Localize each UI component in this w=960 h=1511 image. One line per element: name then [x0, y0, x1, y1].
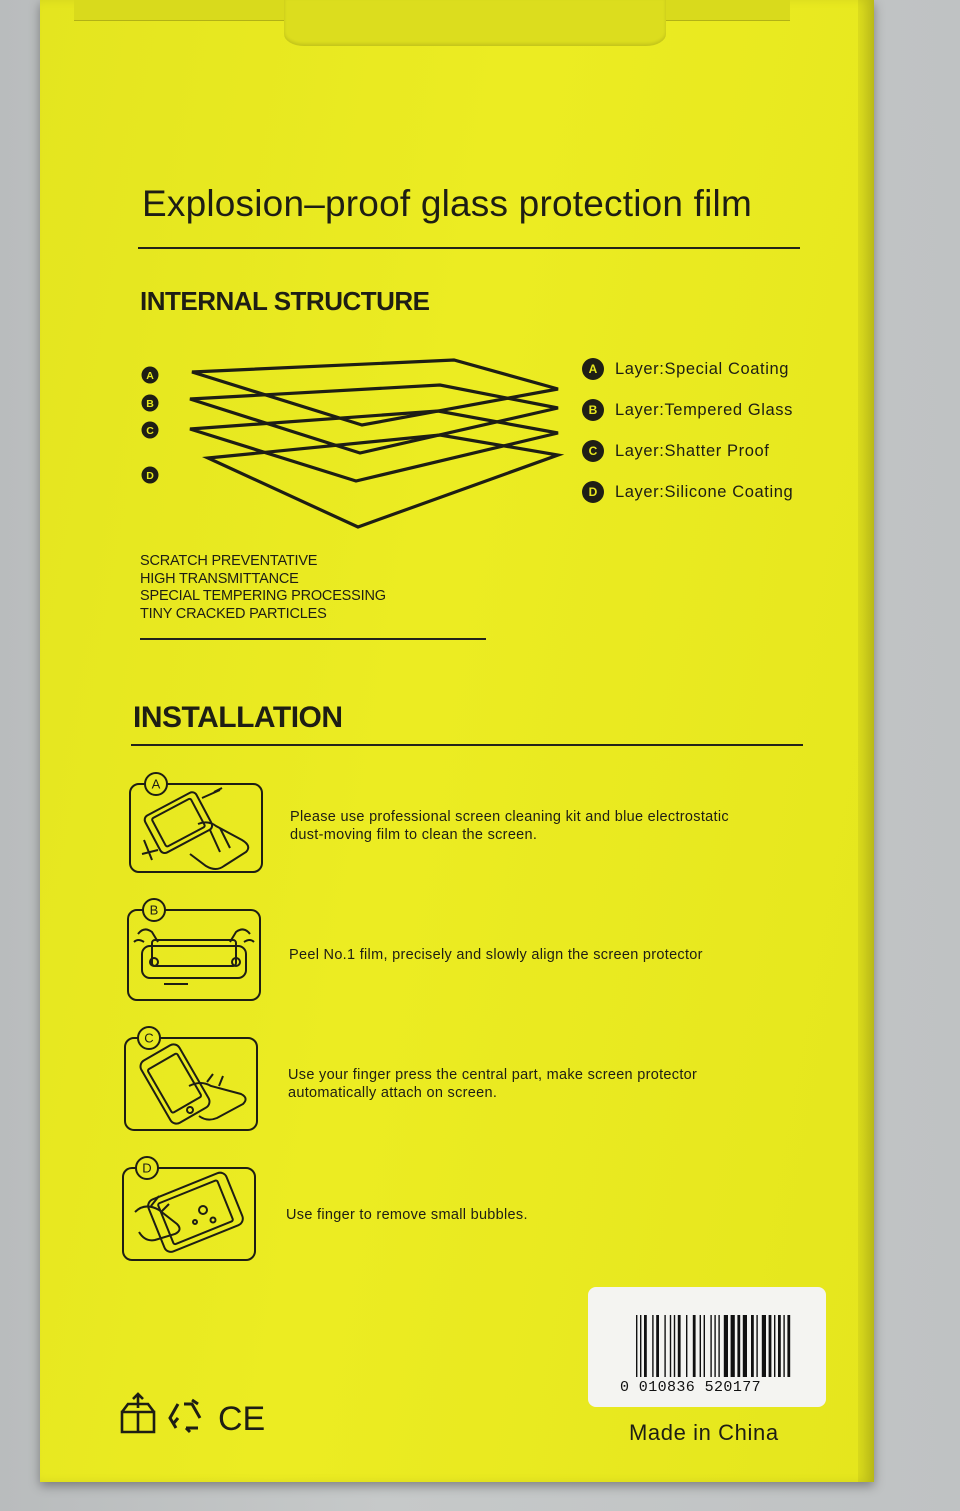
step-c-text: Use your finger press the central part, …	[288, 1066, 697, 1102]
step-d-line: Use finger to remove small bubbles.	[286, 1207, 528, 1223]
press-center-icon: C	[124, 1026, 258, 1131]
layer-a-sheet	[191, 358, 559, 427]
step-marker-c: C	[144, 1031, 153, 1046]
installation-heading: INSTALLATION	[133, 701, 343, 734]
diagram-marker-b	[141, 394, 159, 412]
package-side-edge	[858, 0, 874, 1482]
made-in-china: Made in China	[629, 1420, 779, 1445]
step-a-line: dust-moving film to clean the screen.	[290, 827, 538, 843]
legend-label-d: Layer:Silicone Coating	[615, 482, 794, 501]
feature-list: SCRATCH PREVENTATIVE HIGH TRANSMITTANCE …	[140, 553, 386, 623]
barcode-label: 0 010836 520177	[588, 1287, 826, 1407]
step-c-line: automatically attach on screen.	[288, 1085, 498, 1101]
feature-divider	[140, 638, 486, 640]
legend-row-c: C Layer:Shatter Proof	[582, 440, 769, 464]
barcode-bar	[644, 1315, 647, 1377]
diagram-marker-b-letter: B	[146, 398, 154, 410]
diagram-marker-d	[141, 466, 159, 484]
diagram-marker-d-letter: D	[146, 470, 154, 482]
legend-label-a: Layer:Special Coating	[615, 359, 790, 378]
barcode-bar	[768, 1315, 772, 1377]
diagram-marker-c	[141, 421, 159, 439]
barcode-bar	[652, 1315, 654, 1377]
barcode-bar	[656, 1315, 659, 1377]
feature-item: SCRATCH PREVENTATIVE	[140, 553, 318, 569]
barcode-bar	[686, 1315, 688, 1377]
this-side-up-icon	[120, 1392, 156, 1434]
barcode-bar	[774, 1315, 776, 1377]
legend-marker-c: C	[582, 440, 604, 462]
step-a-line: Please use professional screen cleaning …	[290, 809, 729, 825]
remove-bubbles-icon: D	[122, 1156, 256, 1261]
barcode-bar	[640, 1315, 642, 1377]
step-marker-a: A	[152, 777, 161, 792]
legend-marker-d: D	[582, 481, 604, 503]
barcode-bar	[751, 1315, 754, 1377]
barcode-bar	[723, 1315, 728, 1377]
step-c-line: Use your finger press the central part, …	[288, 1067, 698, 1083]
barcode-bar	[761, 1315, 766, 1377]
step-marker-d: D	[142, 1161, 151, 1176]
recycle-icon	[168, 1398, 202, 1434]
product-title: Explosion–proof glass protection film	[142, 183, 752, 224]
legend-row-a: A Layer:Special Coating	[582, 358, 789, 382]
barcode-bar	[692, 1315, 696, 1377]
legend-marker-b: B	[582, 399, 604, 421]
barcode-bar	[636, 1315, 638, 1377]
feature-item: TINY CRACKED PARTICLES	[140, 605, 327, 622]
package-notch	[284, 0, 666, 46]
barcode-bar	[783, 1315, 785, 1377]
feature-item: SPECIAL TEMPERING PROCESSING	[140, 588, 386, 604]
layer-d-sheet	[201, 433, 565, 529]
step-a-text: Please use professional screen cleaning …	[290, 808, 729, 844]
title-divider	[138, 247, 800, 249]
legend-label-c: Layer:Shatter Proof	[615, 441, 770, 460]
barcode-bars	[636, 1315, 791, 1377]
legend-marker-a: A	[582, 358, 604, 380]
barcode-bar	[664, 1315, 666, 1377]
legend-label-b: Layer:Tempered Glass	[615, 400, 793, 419]
diagram-marker-c-letter: C	[146, 425, 154, 437]
internal-structure-heading: INTERNAL STRUCTURE	[140, 286, 430, 316]
step-b-text: Peel No.1 film, precisely and slowly ali…	[289, 946, 703, 964]
step-marker-b: B	[150, 903, 159, 918]
feature-item: HIGH TRANSMITTANCE	[140, 570, 299, 587]
step-b-line: Peel No.1 film, precisely and slowly ali…	[289, 947, 703, 963]
barcode-bar	[699, 1315, 701, 1377]
legend-row-d: D Layer:Silicone Coating	[582, 481, 793, 505]
layer-diagram: A B C D	[141, 358, 565, 529]
step-d-text: Use finger to remove small bubbles.	[286, 1206, 528, 1224]
barcode-bar	[787, 1315, 791, 1377]
align-protector-icon: B	[127, 898, 261, 1001]
diagram-marker-a	[141, 366, 159, 384]
legend-row-b: B Layer:Tempered Glass	[582, 399, 793, 423]
barcode-bar	[710, 1315, 712, 1377]
barcode-bar	[669, 1315, 672, 1377]
diagram-marker-a-letter: A	[146, 370, 154, 382]
barcode-bar	[677, 1315, 681, 1377]
layer-c-sheet	[189, 409, 559, 483]
barcode-digits: 0 010836 520177	[620, 1379, 762, 1396]
barcode-bar	[673, 1315, 676, 1377]
ce-mark-icon: CE	[218, 1400, 265, 1438]
barcode-bar	[756, 1315, 758, 1377]
installation-divider	[131, 744, 803, 746]
barcode-bar	[714, 1315, 716, 1377]
layer-b-sheet	[189, 383, 559, 455]
barcode-bar	[703, 1315, 705, 1377]
barcode-bar	[778, 1315, 781, 1377]
certification-marks: CE	[120, 1392, 265, 1438]
barcode-bar	[730, 1315, 735, 1377]
clean-screen-icon: A	[129, 772, 263, 873]
barcode-bar	[742, 1315, 747, 1377]
barcode-bar	[737, 1315, 741, 1377]
barcode-bar	[718, 1315, 720, 1377]
